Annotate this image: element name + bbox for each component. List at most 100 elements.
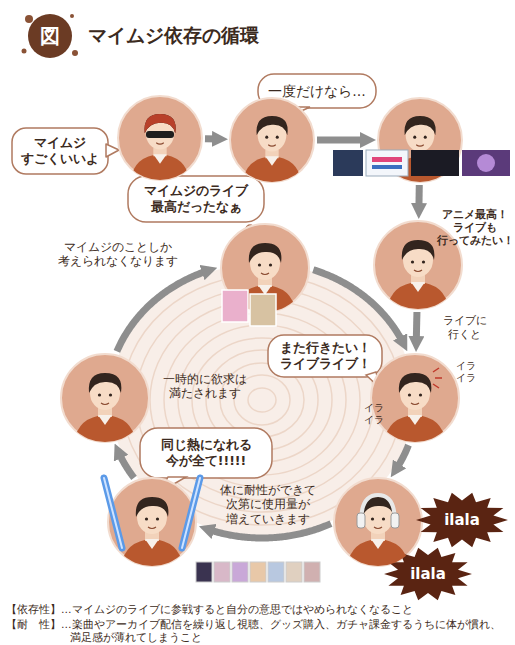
- speech-bubbles: [268, 335, 382, 377]
- burst-text: ilala: [416, 511, 508, 530]
- photo-cards: [250, 294, 276, 326]
- anime-thumbnails: [462, 150, 510, 176]
- title-badge: [22, 49, 27, 54]
- footnote-text: 【依存性】…マイムジのライブに参戦すると自分の意思ではやめられなくなること: [6, 603, 512, 616]
- person-figures: [390, 116, 449, 185]
- circle-outline: [230, 98, 314, 182]
- person-figures: [121, 497, 183, 569]
- edge-label: ライブに 行くと: [437, 314, 493, 342]
- burst-text: ilala: [384, 565, 472, 584]
- anime-thumbnails: [372, 157, 402, 162]
- person-circle: 一時的に欲求は 満たされます: [60, 353, 150, 443]
- headphones: [357, 513, 365, 528]
- red-hair: [145, 114, 176, 133]
- concentric-rings: [136, 288, 388, 512]
- anger-marks: [433, 368, 442, 388]
- photo-cards: [222, 290, 276, 326]
- person-circle: 同じ熱になれる 今が全て!!!!!: [107, 477, 197, 567]
- circle-outline: [378, 98, 462, 182]
- circle-outline: [371, 354, 459, 442]
- merch-goods: [196, 562, 320, 582]
- irritation-mark: イラ イラ: [361, 402, 387, 426]
- speech-bubbles: [128, 176, 264, 222]
- circle-outline: [334, 478, 422, 566]
- speech-text: また行きたい！ ライブライブ！: [270, 340, 380, 371]
- concentric-rings: [150, 300, 374, 500]
- merch-goods: [232, 562, 248, 582]
- caption-text: マイムジのことしか 考えられなくなります: [43, 240, 193, 269]
- penlights: [104, 478, 122, 548]
- merch-goods: [250, 562, 266, 582]
- person-circle: 体に耐性ができて 次第に使用量が 増えていきます: [333, 477, 423, 567]
- speech-text: 同じ熱になれる 今が全て!!!!!: [142, 437, 270, 468]
- red-hair: [145, 114, 176, 133]
- cycle-arrow: [117, 270, 210, 351]
- person-figures: [242, 116, 301, 185]
- concentric-rings: [248, 388, 276, 412]
- person-figures: [234, 243, 296, 315]
- anime-thumbnails: [411, 150, 459, 176]
- circle-outline: [221, 224, 309, 312]
- anime-thumbnails: [333, 150, 510, 176]
- anger-marks: [433, 368, 442, 388]
- person-circle: アニメ最高！ ライブも 行ってみたい！: [373, 220, 463, 310]
- circle-shape: [377, 97, 463, 183]
- speech-text: アニメ最高！ ライブも 行ってみたい！: [435, 208, 515, 247]
- person-figures: [74, 373, 136, 445]
- anime-thumbnails: [477, 154, 495, 172]
- diagram-title: マイムジ依存の循環: [88, 24, 408, 48]
- circle-shape: [370, 353, 460, 443]
- speech-bubbles: [140, 428, 272, 478]
- speech-text: 一度だけなら…: [261, 83, 373, 100]
- speech-bubbles: [12, 74, 382, 492]
- person-circle: また行きたい！ ライブライブ！: [370, 353, 460, 443]
- circle-shape: [220, 223, 310, 313]
- cycle-arrow: [205, 135, 220, 142]
- circle-outline: [108, 478, 196, 566]
- merch-goods: [196, 562, 212, 582]
- cycle-arrow: [207, 524, 331, 538]
- cycle-arrow: [118, 451, 134, 478]
- person-figures: [74, 114, 450, 569]
- circle-shape: [60, 353, 150, 443]
- circle-outline: [374, 221, 462, 309]
- circle-shape: [107, 477, 197, 567]
- circle-shape: [373, 220, 463, 310]
- speech-bubbles: [106, 144, 119, 157]
- penlights: [104, 478, 122, 548]
- person-circle: マイムジのライブ 最高だったなぁマイムジのことしか 考えられなくなります: [220, 223, 310, 313]
- merch-goods: [268, 562, 284, 582]
- cycle-arrow: [313, 270, 403, 344]
- person-circle: 一度だけなら…: [229, 97, 315, 183]
- speech-bubbles: [12, 128, 108, 174]
- person-figures: [387, 240, 449, 312]
- speech-text: マイムジのライブ 最高だったなぁ: [131, 183, 261, 214]
- title-badge: [22, 14, 79, 58]
- headphones: [357, 495, 399, 528]
- cycle-arrow: [395, 445, 408, 471]
- anime-thumbnails: [372, 165, 402, 169]
- merch-goods: [304, 562, 320, 582]
- circle-shape: [333, 477, 423, 567]
- sunglasses: [146, 131, 174, 138]
- title-badge: [25, 15, 33, 23]
- cycle-arrow: [415, 185, 422, 211]
- penlights: [182, 478, 200, 548]
- circle-shape: [117, 95, 203, 181]
- starburst-outline: [416, 493, 508, 548]
- person-figures: [130, 114, 189, 183]
- speech-text: 体に耐性ができて 次第に使用量が 増えていきます: [212, 483, 324, 526]
- merch-goods: [214, 562, 230, 582]
- penlights: [104, 478, 200, 548]
- starburst-node: ilala: [416, 492, 508, 548]
- anime-thumbnails: [333, 150, 363, 176]
- headphones: [391, 513, 399, 528]
- person-figures: [347, 497, 409, 569]
- title-badge: [72, 50, 78, 56]
- circle-outline: [118, 96, 202, 180]
- speech-text: 一時的に欲求は 満たされます: [150, 372, 260, 401]
- photo-cards: [222, 290, 248, 322]
